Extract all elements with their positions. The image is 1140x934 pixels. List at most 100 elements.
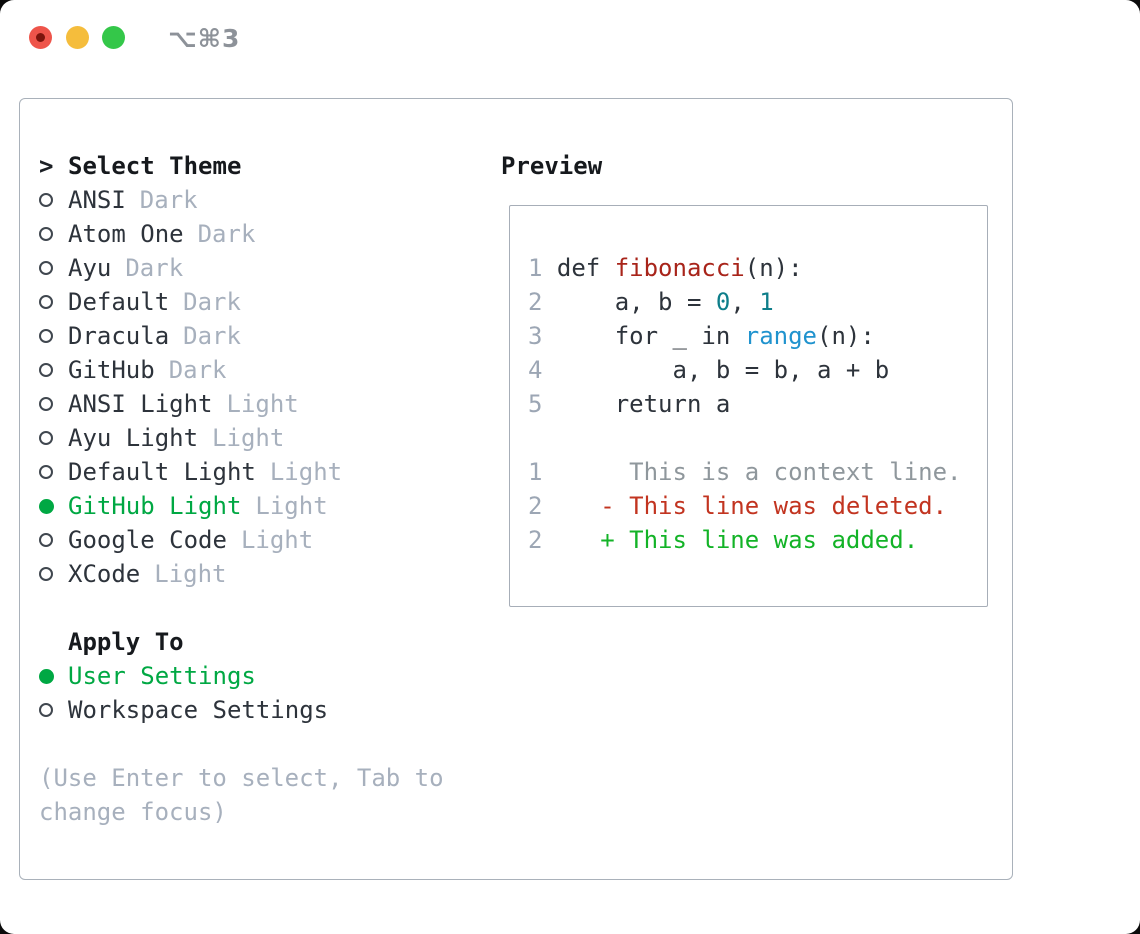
- apply-option-user-settings[interactable]: User Settings: [39, 659, 444, 693]
- radio-icon: [39, 533, 68, 547]
- theme-item-ayu-light[interactable]: Ayu Light Light: [39, 421, 444, 455]
- radio-icon: [39, 329, 68, 343]
- theme-item-github[interactable]: GitHub Dark: [39, 353, 444, 387]
- theme-variant-tag: Light: [240, 526, 314, 554]
- theme-name: Dracula: [68, 322, 170, 350]
- radio-circle: [39, 703, 53, 717]
- theme-item-default[interactable]: Default Dark: [39, 285, 444, 319]
- code-line: 2 - This line was deleted.: [528, 489, 987, 523]
- radio-icon: [39, 397, 68, 411]
- radio-icon: [39, 227, 68, 241]
- minimize-button[interactable]: [66, 26, 89, 49]
- code-token-number: 1: [759, 288, 774, 316]
- titlebar: ⌥⌘3: [0, 0, 1140, 75]
- line-number: 4: [528, 356, 557, 384]
- radio-circle: [39, 567, 53, 581]
- spacer-row: [39, 591, 444, 625]
- theme-name: ANSI Light: [68, 390, 213, 418]
- theme-item-ayu[interactable]: Ayu Dark: [39, 251, 444, 285]
- theme-name: ANSI: [68, 186, 126, 214]
- zoom-button[interactable]: [102, 26, 125, 49]
- code-token-plain: ,: [730, 288, 760, 316]
- select-theme-title: Select Theme: [68, 152, 242, 180]
- theme-name: Ayu Light: [68, 424, 199, 452]
- radio-circle: [39, 668, 54, 684]
- select-theme-header: > Select Theme: [39, 149, 444, 183]
- apply-option-workspace-settings[interactable]: Workspace Settings: [39, 693, 444, 727]
- radio-circle: [39, 498, 54, 514]
- radio-circle: [39, 533, 53, 547]
- radio-icon: [39, 261, 68, 275]
- radio-icon: [39, 363, 68, 377]
- code-token-added: + This line was added.: [556, 526, 919, 554]
- theme-variant-tag: Dark: [183, 288, 241, 316]
- code-line: 4 a, b = b, a + b: [528, 353, 987, 387]
- theme-name: Atom One: [68, 220, 184, 248]
- theme-name: Default: [68, 288, 170, 316]
- radio-icon: [39, 431, 68, 445]
- radio-circle: [39, 261, 53, 275]
- radio-circle: [39, 431, 53, 445]
- apply-option-label: Workspace Settings: [68, 696, 329, 724]
- radio-circle: [39, 193, 53, 207]
- radio-circle: [39, 397, 53, 411]
- theme-name: Default Light: [68, 458, 256, 486]
- line-number: 3: [528, 322, 557, 350]
- code-token-plain: (n):: [817, 322, 875, 350]
- radio-circle: [39, 329, 53, 343]
- code-line: 5 return a: [528, 387, 987, 421]
- hint-line-1: (Use Enter to select, Tab to: [39, 764, 444, 792]
- radio-circle: [39, 363, 53, 377]
- theme-variant-tag: Dark: [139, 186, 198, 214]
- code-token-context: This is a context line.: [556, 458, 962, 486]
- close-button[interactable]: [29, 26, 52, 49]
- theme-variant-tag: Light: [269, 458, 343, 486]
- apply-option-label: User Settings: [68, 662, 256, 690]
- theme-variant-tag: Dark: [197, 220, 256, 248]
- radio-icon: [39, 567, 68, 581]
- theme-variant-tag: Light: [212, 424, 285, 452]
- apply-to-header: Apply To: [39, 625, 444, 659]
- theme-name: GitHub: [68, 356, 155, 384]
- hint-line-2: change focus): [39, 798, 227, 826]
- chevron-right-icon: >: [39, 152, 54, 180]
- code-token-plain: a, b =: [556, 288, 716, 316]
- theme-item-default-light[interactable]: Default Light Light: [39, 455, 444, 489]
- radio-circle: [39, 465, 53, 479]
- radio-icon: [39, 295, 68, 309]
- line-number: 1: [528, 254, 557, 282]
- theme-variant-tag: Dark: [125, 254, 184, 282]
- apply-to-title: Apply To: [68, 628, 184, 656]
- code-token-plain: def: [556, 254, 615, 282]
- line-number: 5: [528, 390, 557, 418]
- code-token-number: 0: [715, 288, 731, 316]
- code-token-func: fibonacci: [614, 254, 745, 282]
- code-line: 2 a, b = 0, 1: [528, 285, 987, 319]
- theme-variant-tag: Dark: [168, 356, 227, 384]
- theme-item-atom-one[interactable]: Atom One Dark: [39, 217, 444, 251]
- radio-icon: [39, 465, 68, 479]
- theme-variant-tag: Light: [154, 560, 227, 588]
- radio-circle: [39, 227, 53, 241]
- line-number: 2: [528, 492, 557, 520]
- code-blank-line: [528, 421, 987, 455]
- code-line: 3 for _ in range(n):: [528, 319, 987, 353]
- theme-item-ansi[interactable]: ANSI Dark: [39, 183, 444, 217]
- theme-name: Ayu: [68, 254, 112, 282]
- code-token-builtin: range: [744, 322, 817, 350]
- window-title: ⌥⌘3: [168, 24, 241, 53]
- line-number: 2: [528, 288, 557, 316]
- radio-icon: [39, 703, 68, 717]
